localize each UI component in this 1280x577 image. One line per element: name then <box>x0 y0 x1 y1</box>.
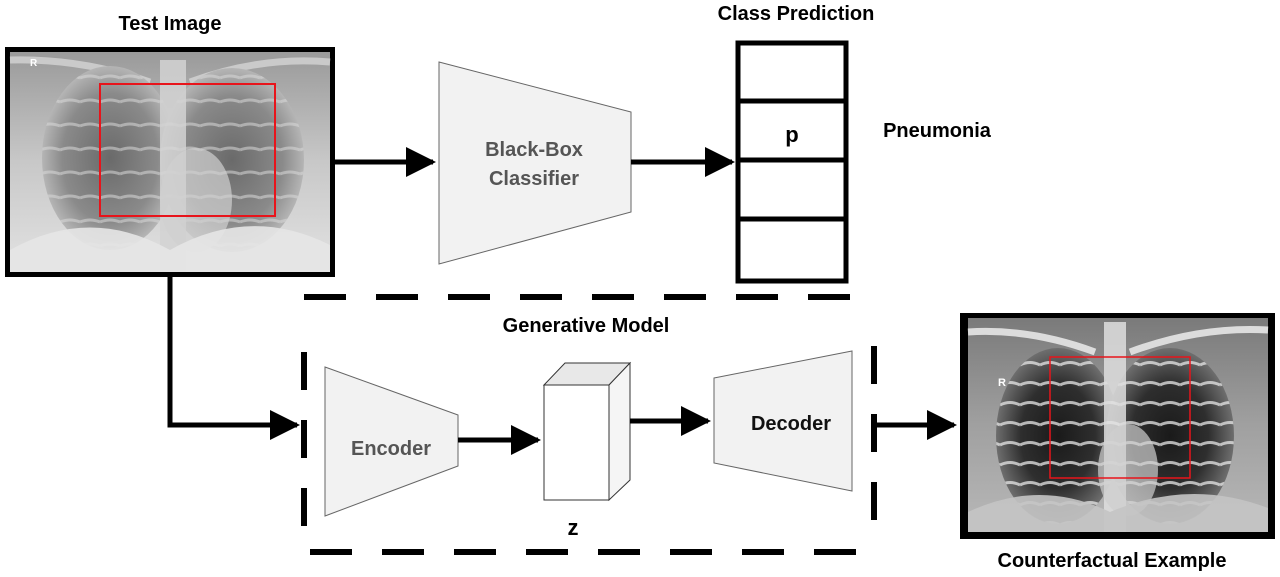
classifier-label-line2: Classifier <box>489 168 579 190</box>
counterfactual-example-label: Counterfactual Example <box>998 550 1227 572</box>
black-box-classifier: Black-Box Classifier <box>438 61 632 265</box>
arrow-image-to-encoder <box>167 277 300 440</box>
test-image-label: Test Image <box>119 13 222 35</box>
encoder-block: Encoder <box>324 366 459 517</box>
decoder-label: Decoder <box>751 413 831 435</box>
latent-z-cube <box>542 361 632 502</box>
xray-marker-left: R <box>30 58 38 69</box>
highlight-box-left <box>99 83 276 217</box>
class-prediction-label: Class Prediction <box>718 3 875 25</box>
classifier-label-line1: Black-Box <box>485 139 583 161</box>
generative-model-box <box>301 294 877 555</box>
highlight-box-right <box>1049 356 1191 479</box>
decoder-block: Decoder <box>713 350 853 492</box>
generative-model-label: Generative Model <box>503 315 670 337</box>
class-prediction-table: p <box>735 40 849 284</box>
test-xray-image: R <box>5 47 335 277</box>
encoder-label: Encoder <box>351 438 431 460</box>
pneumonia-label: Pneumonia <box>883 120 992 142</box>
counterfactual-xray-image: R <box>960 313 1275 539</box>
latent-z-label: z <box>568 515 579 540</box>
prediction-p-cell: p <box>785 122 798 147</box>
xray-marker-right: R <box>998 377 1006 389</box>
